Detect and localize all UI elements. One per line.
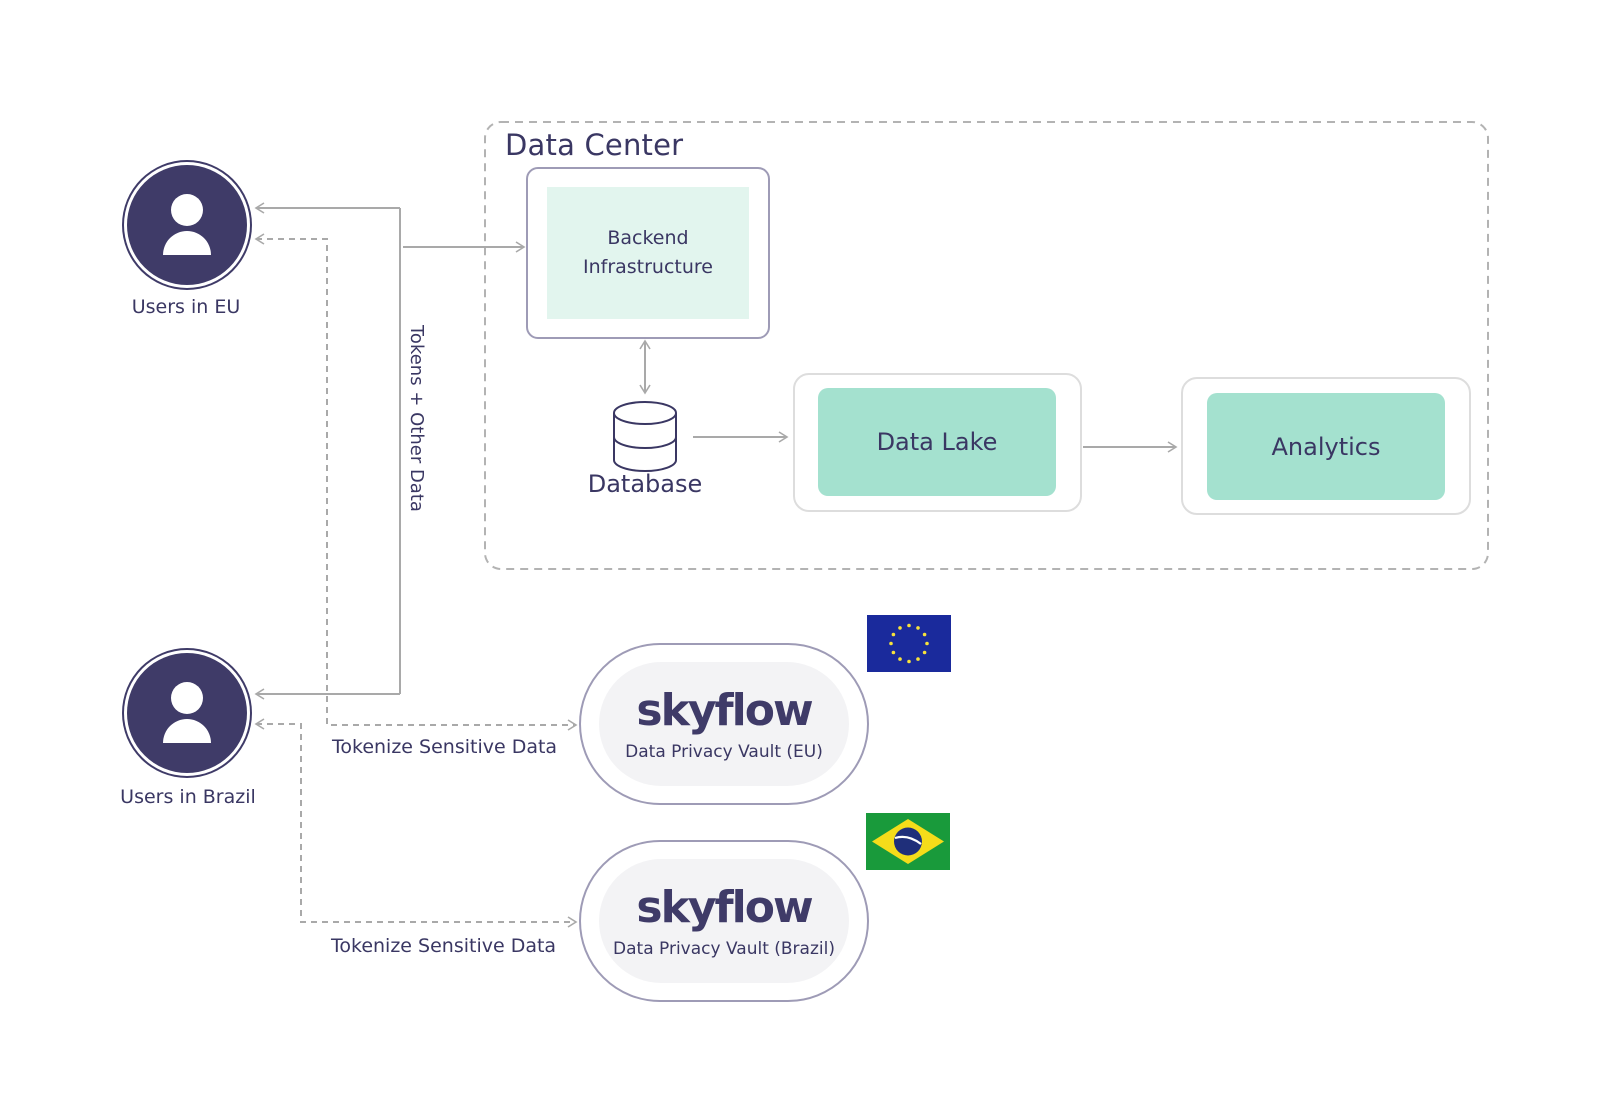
edge-brazil-user-to-brazil-vault bbox=[254, 718, 578, 928]
skyflow-logo: skyflow bbox=[636, 882, 813, 933]
eu-star bbox=[925, 641, 929, 646]
vault-brazil-inner: skyflow Data Privacy Vault (Brazil) bbox=[599, 859, 849, 983]
vault-eu-inner: skyflow Data Privacy Vault (EU) bbox=[599, 662, 849, 786]
vault-eu[interactable]: skyflow Data Privacy Vault (EU) bbox=[579, 643, 869, 805]
backend-label-line1: Backend bbox=[607, 227, 689, 249]
database-label: Database bbox=[587, 470, 703, 498]
data-lake-node[interactable]: Data Lake bbox=[818, 388, 1056, 496]
tokenize-brazil-label: Tokenize Sensitive Data bbox=[331, 935, 557, 957]
eu-star bbox=[916, 626, 920, 630]
users-brazil-label: Users in Brazil bbox=[120, 786, 256, 808]
users-eu-label: Users in EU bbox=[131, 296, 241, 318]
database-cylinder-icon bbox=[613, 401, 677, 472]
eu-star bbox=[889, 641, 893, 646]
analytics-label: Analytics bbox=[1271, 432, 1381, 461]
eu-star bbox=[922, 632, 927, 637]
eu-flag-icon bbox=[867, 615, 951, 672]
vault-brazil-label: Data Privacy Vault (Brazil) bbox=[613, 939, 835, 959]
tokenize-eu-label: Tokenize Sensitive Data bbox=[332, 736, 558, 758]
backend-infrastructure-node[interactable]: Backend Infrastructure bbox=[547, 187, 749, 319]
edge-eu-user-to-eu-vault bbox=[254, 233, 578, 731]
eu-star bbox=[922, 650, 927, 655]
eu-star bbox=[898, 657, 902, 661]
data-lake-label: Data Lake bbox=[876, 428, 998, 456]
avatar-users-eu[interactable] bbox=[127, 165, 247, 285]
user-icon-head bbox=[171, 194, 203, 226]
eu-star bbox=[907, 659, 911, 664]
eu-star bbox=[916, 657, 920, 661]
eu-star bbox=[898, 626, 902, 630]
avatar-users-brazil[interactable] bbox=[127, 653, 247, 773]
vault-eu-label: Data Privacy Vault (EU) bbox=[625, 742, 823, 762]
eu-star bbox=[907, 623, 911, 628]
vault-brazil[interactable]: skyflow Data Privacy Vault (Brazil) bbox=[579, 840, 869, 1002]
tokens-other-data-label: Tokens + Other Data bbox=[406, 325, 427, 512]
data-center-title: Data Center bbox=[505, 128, 684, 162]
user-icon-body bbox=[163, 719, 211, 743]
eu-star bbox=[891, 650, 896, 655]
user-icon-head bbox=[171, 682, 203, 714]
user-icon-body bbox=[163, 231, 211, 255]
eu-star bbox=[891, 632, 896, 637]
backend-label-line2: Infrastructure bbox=[582, 256, 713, 278]
brazil-flag-icon bbox=[866, 813, 950, 870]
skyflow-logo: skyflow bbox=[636, 685, 813, 736]
analytics-node[interactable]: Analytics bbox=[1207, 393, 1445, 500]
